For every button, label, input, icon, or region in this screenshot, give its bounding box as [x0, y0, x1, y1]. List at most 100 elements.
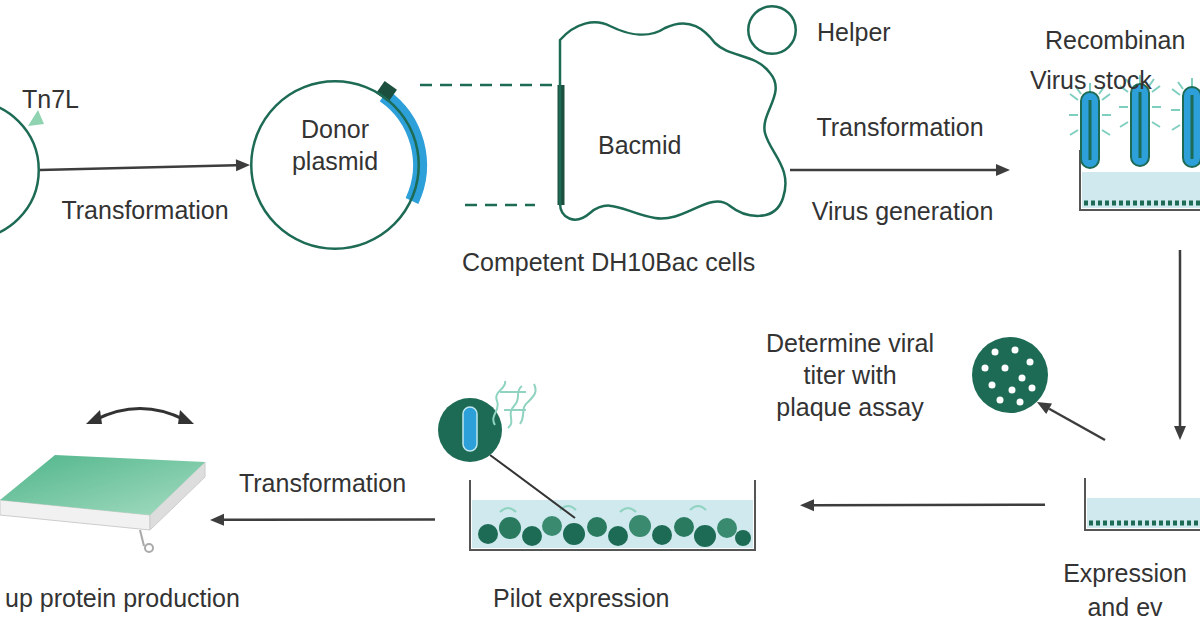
plaque-dot [989, 382, 996, 389]
bacmid-shape-shape [560, 22, 785, 219]
virus-core [1191, 95, 1194, 159]
dish-liquid [1087, 498, 1200, 528]
pilot-dish: Pilot expression [435, 378, 800, 618]
connector-line [1179, 250, 1182, 426]
node-text: Virus stock [1030, 65, 1152, 95]
arrowhead [236, 159, 250, 171]
edge-label: Transformation [61, 195, 228, 225]
cell [522, 526, 542, 546]
virus-capsid [1131, 84, 1149, 166]
plaque-dot [1017, 399, 1024, 406]
plaque-dot [1019, 375, 1026, 382]
node-text: Competent DH10Bac cells [462, 247, 755, 277]
bacmid-shape: BacmidCompetent DH10Bac cells [555, 18, 790, 230]
connector-line [224, 518, 435, 521]
node-text: Bacmid [598, 130, 681, 160]
arrowhead [996, 164, 1010, 176]
cell [542, 516, 562, 536]
cell [674, 517, 694, 537]
plasmid-circle-outline [0, 100, 40, 240]
plaque-circle-outline [972, 337, 1048, 413]
virus-particle [1069, 83, 1111, 168]
gene-insert [384, 95, 420, 201]
dish-outline [470, 480, 755, 550]
flow-arrow [1037, 402, 1105, 440]
node-text: Recombinan [1045, 25, 1185, 55]
arrowhead [800, 499, 814, 511]
flow-arrow [40, 159, 250, 171]
dish-liquid [472, 500, 753, 548]
arrowhead [1174, 426, 1186, 440]
expression-dish: Expression and ev [1045, 440, 1200, 620]
dish-outline [1085, 478, 1200, 530]
plaque-dot [1029, 385, 1036, 392]
plaque-dot [982, 365, 989, 372]
plasmid-circle: Tn7L [0, 100, 40, 240]
dashed-connector [420, 84, 555, 85]
cell [499, 517, 521, 539]
plaque-circle-shape [972, 337, 1048, 413]
shaker-wheel [145, 544, 153, 552]
dish-liquid [1082, 172, 1200, 208]
shaker-platform: up protein production [0, 395, 210, 625]
connector-line [40, 165, 236, 170]
helper-plasmid-outline [747, 5, 797, 55]
connector-line [420, 84, 555, 87]
note-label: Virus generation [795, 196, 1010, 226]
node-text: Tn7L [22, 84, 79, 114]
virus-core [1139, 92, 1142, 158]
motion-arrow [95, 409, 185, 421]
connector-line [790, 169, 996, 172]
virus-core [1089, 100, 1092, 160]
node-text: Expression and ev [1040, 556, 1200, 624]
flow-arrow [210, 514, 435, 526]
virus-in-cell [463, 407, 477, 451]
virus-capsid [1183, 87, 1200, 167]
edge-label: Transformation [239, 468, 406, 498]
shaker-leg [140, 530, 144, 546]
flow-arrow [1174, 250, 1186, 440]
virus-particle [1171, 78, 1200, 167]
cell [587, 517, 607, 537]
connector-line [1049, 409, 1105, 440]
node-text: Donor plasmid [250, 113, 420, 177]
plasmid-circle: Donor plasmid [250, 80, 420, 250]
cell [629, 515, 651, 537]
protein-structure [493, 381, 535, 428]
plaque-dot [1012, 347, 1019, 354]
plaque-dot [1009, 387, 1016, 394]
bacmid-shape-outline [555, 18, 790, 230]
plaque-dot [997, 397, 1004, 404]
shaker-platform-top [0, 455, 205, 515]
plasmid-circle-shape [0, 101, 39, 239]
node-text: Pilot expression [493, 583, 669, 613]
cell [694, 525, 716, 547]
node-text: Determine viral titer with plaque assay [750, 327, 950, 423]
protein-trace [500, 506, 706, 512]
cell [717, 518, 737, 538]
plaque-dot [1002, 365, 1009, 372]
flow-arrow [800, 499, 1045, 511]
virus-capsid [1081, 92, 1099, 168]
plaque-dot [1027, 359, 1034, 366]
cell [608, 526, 628, 546]
cell [563, 523, 585, 545]
flow-arrow [790, 164, 1010, 176]
leader-line [490, 455, 575, 518]
cell [735, 530, 751, 546]
cell [478, 524, 498, 544]
arrowhead [1037, 402, 1052, 414]
cell [652, 525, 672, 545]
plaque-dot [992, 349, 999, 356]
helper-plasmid-shape [748, 6, 796, 54]
node-text: up protein production [5, 583, 240, 613]
motion-arrowhead [178, 410, 194, 424]
node-text: Helper [817, 17, 891, 47]
virus-stock-dish: RecombinanVirus stock [1010, 20, 1200, 250]
plaque-circle: Determine viral titer with plaque assay [972, 337, 1048, 413]
connector-line [814, 504, 1045, 507]
motion-arrowhead [86, 410, 102, 424]
edge-label: Transformation [816, 112, 983, 142]
